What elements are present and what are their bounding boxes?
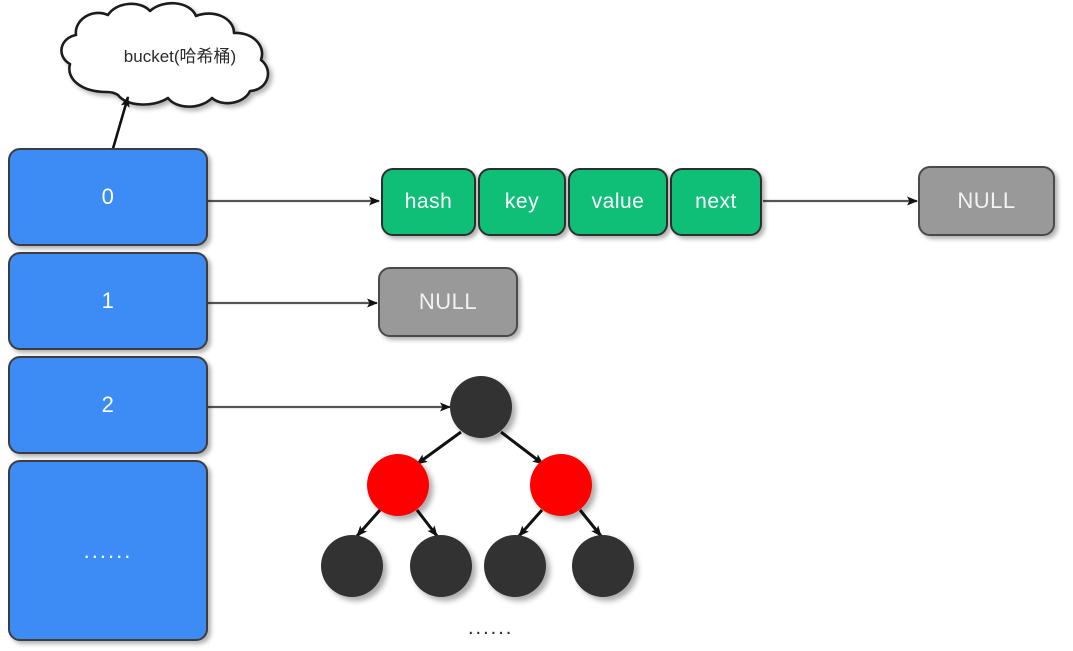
bucket-cell-2-label: 2 (101, 392, 115, 417)
null-box-empty-bucket-label: NULL (418, 289, 478, 314)
bucket-cell-0[interactable]: 0 (8, 148, 208, 246)
entry-field-hash[interactable]: hash (381, 168, 476, 236)
entry-field-next-label: next (695, 190, 737, 213)
cloud-label: bucket(哈希桶) (123, 47, 237, 66)
entry-field-key[interactable]: key (478, 168, 566, 236)
null-box-list-end-label: NULL (957, 188, 1016, 213)
tree-node-root (450, 376, 512, 438)
entry-field-next[interactable]: next (670, 168, 762, 236)
tree-node-right-child (530, 454, 592, 516)
tree-node-leaf-4 (572, 535, 634, 597)
bucket-cell-ellipsis-label: ...... (83, 537, 133, 563)
tree-ellipsis: ...... (468, 617, 514, 639)
bucket-cell-ellipsis[interactable]: ...... (8, 460, 208, 641)
tree-node-leaf-3 (484, 535, 546, 597)
tree-node-left-child (367, 454, 429, 516)
entry-field-key-label: key (504, 190, 540, 213)
arrow-bucket-to-cloud (110, 96, 130, 153)
null-box-list-end[interactable]: NULL (918, 166, 1055, 236)
edge-left-child-to-leaf-2 (415, 509, 439, 537)
bucket-cell-0-label: 0 (101, 184, 115, 209)
edge-right-child-to-leaf-4 (578, 509, 603, 537)
edge-root-to-right-child (500, 430, 544, 466)
edge-left-child-to-leaf-1 (355, 509, 382, 537)
tree-nodes (321, 376, 634, 597)
tree-node-leaf-2 (410, 535, 472, 597)
bucket-cell-2[interactable]: 2 (8, 356, 208, 454)
bucket-cell-1[interactable]: 1 (8, 252, 208, 350)
entry-field-value[interactable]: value (568, 168, 668, 236)
bucket-cell-1-label: 1 (101, 288, 115, 313)
edge-right-child-to-leaf-3 (517, 509, 544, 537)
tree-node-leaf-1 (321, 535, 383, 597)
null-box-empty-bucket[interactable]: NULL (378, 267, 518, 337)
entry-field-value-label: value (591, 190, 645, 213)
entry-field-hash-label: hash (404, 190, 453, 213)
tree-edges (355, 430, 603, 537)
edge-root-to-left-child (416, 430, 462, 466)
